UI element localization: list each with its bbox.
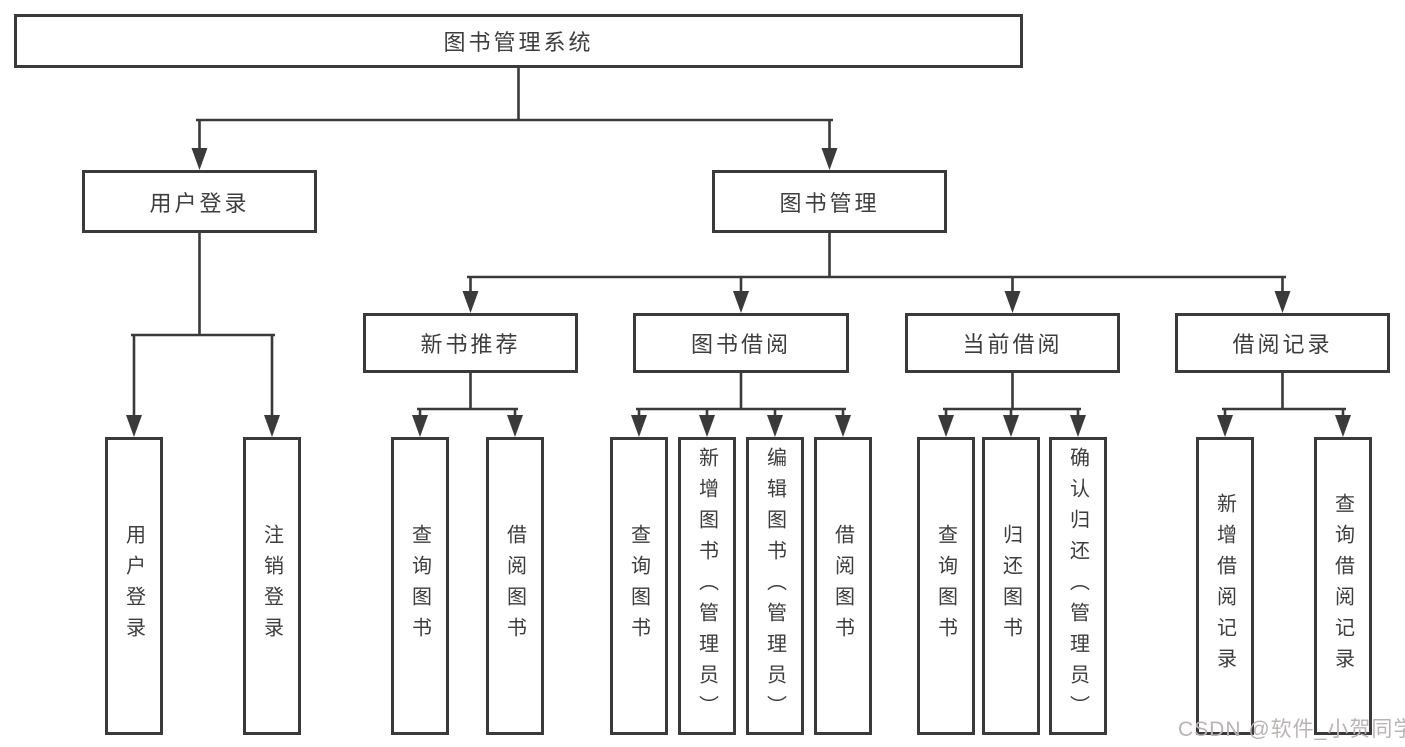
node-book-management: 图书管理 <box>712 170 947 233</box>
arrowhead <box>191 148 208 170</box>
connector-book-mgmt <box>467 233 1286 296</box>
node-library-management-system: 图书管理系统 <box>14 14 1023 68</box>
arrowhead <box>507 415 523 437</box>
leaf-confirm-return-admin: 确认归还（管理员） <box>1049 437 1107 735</box>
arrowhead <box>462 291 479 313</box>
connector-book-borrow <box>636 373 846 421</box>
arrowhead <box>126 415 142 437</box>
arrowhead <box>264 415 280 437</box>
leaf-query-books-3: 查询图书 <box>917 437 975 735</box>
leaf-query-books-2: 查询图书 <box>610 437 668 735</box>
connector-user-login <box>131 233 275 419</box>
arrowhead <box>821 148 838 170</box>
arrowhead <box>1274 291 1291 313</box>
arrowhead <box>835 415 851 437</box>
arrowhead <box>1335 415 1351 437</box>
arrowhead <box>767 415 783 437</box>
node-borrowing-records: 借阅记录 <box>1175 313 1390 373</box>
connector-new-book <box>417 373 518 421</box>
arrowhead <box>1003 415 1019 437</box>
connector-root <box>196 68 833 152</box>
leaf-logout: 注销登录 <box>243 437 301 735</box>
arrowhead <box>699 415 715 437</box>
leaf-user-login: 用户登录 <box>105 437 163 735</box>
arrowhead <box>1217 415 1233 437</box>
leaf-borrow-books-1: 借阅图书 <box>486 437 544 735</box>
arrowhead <box>733 291 749 313</box>
node-current-borrowing: 当前借阅 <box>905 313 1120 373</box>
node-new-book-recommend: 新书推荐 <box>363 313 578 373</box>
leaf-add-book-admin: 新增图书（管理员） <box>678 437 736 735</box>
arrowhead <box>938 415 954 437</box>
node-user-login: 用户登录 <box>82 170 317 233</box>
leaf-query-books-1: 查询图书 <box>391 437 449 735</box>
arrowhead <box>1070 415 1086 437</box>
arrowhead <box>1004 291 1021 313</box>
arrowhead <box>631 415 647 437</box>
node-book-borrowing: 图书借阅 <box>633 313 849 373</box>
arrowhead <box>412 415 428 437</box>
connector-borrow-records <box>1222 373 1346 421</box>
leaf-edit-book-admin: 编辑图书（管理员） <box>746 437 804 735</box>
leaf-query-borrow-record: 查询借阅记录 <box>1314 437 1372 735</box>
leaf-return-book: 归还图书 <box>982 437 1040 735</box>
watermark: CSDN @软件_小贺同学 <box>1178 718 1405 741</box>
leaf-add-borrow-record: 新增借阅记录 <box>1196 437 1254 735</box>
connector-current-borrow <box>943 373 1081 421</box>
leaf-borrow-books-2: 借阅图书 <box>814 437 872 735</box>
